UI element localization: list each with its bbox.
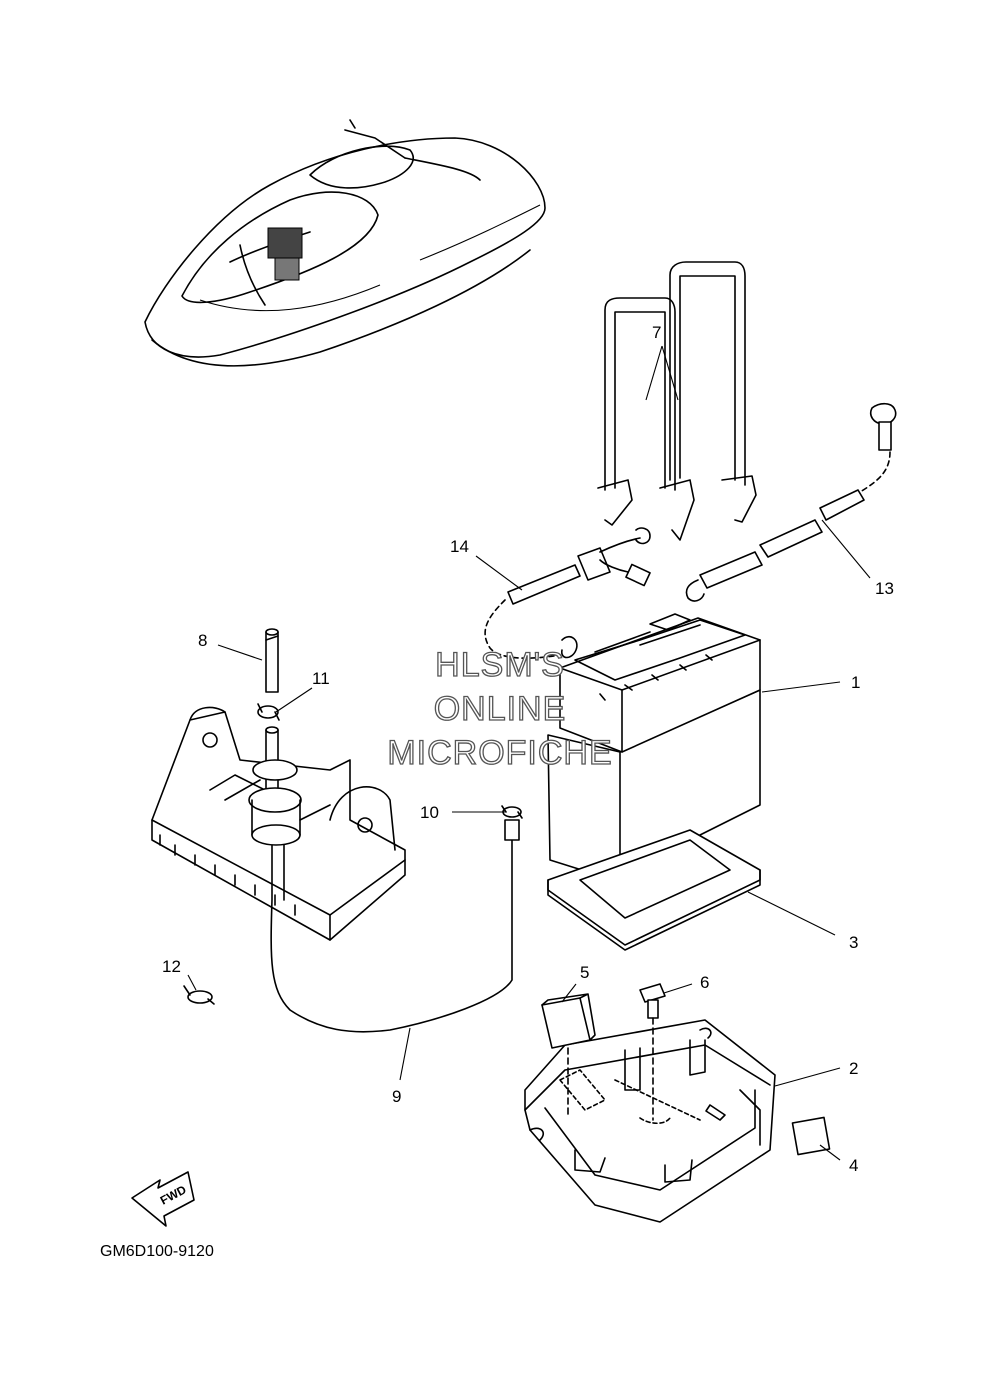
negative-cable-14 bbox=[484, 527, 651, 659]
callout-numbers: 7 14 13 8 11 1 10 3 12 5 6 2 9 4 bbox=[162, 323, 894, 1175]
callout-11: 11 bbox=[312, 669, 330, 688]
callout-9: 9 bbox=[392, 1087, 401, 1106]
leader-lines bbox=[187, 345, 871, 1161]
callout-7: 7 bbox=[652, 323, 661, 342]
callout-3: 3 bbox=[849, 933, 858, 952]
watermark-line1: HLSM'S bbox=[435, 646, 565, 684]
callout-4: 4 bbox=[849, 1156, 858, 1175]
forward-arrow-icon: FWD bbox=[131, 1171, 195, 1227]
watercraft-illustration bbox=[144, 119, 546, 367]
callout-13: 13 bbox=[875, 579, 894, 598]
callout-2: 2 bbox=[849, 1059, 858, 1078]
terminal-cover-5 bbox=[541, 993, 596, 1116]
diagram-code: GM6D100-9120 bbox=[100, 1243, 214, 1260]
damper-4 bbox=[791, 1116, 831, 1156]
callout-1: 1 bbox=[851, 673, 860, 692]
callout-14: 14 bbox=[450, 537, 469, 556]
positive-cable-13 bbox=[685, 402, 897, 602]
callout-10: 10 bbox=[420, 803, 439, 822]
bolt-6 bbox=[639, 983, 666, 1121]
battery-pad-3 bbox=[547, 829, 761, 951]
breather-pipe-8 bbox=[248, 628, 520, 1033]
callout-12: 12 bbox=[162, 957, 181, 976]
watermark: HLSM'S ONLINE MICROFICHE bbox=[387, 645, 613, 772]
callout-6: 6 bbox=[700, 973, 709, 992]
callout-5: 5 bbox=[580, 963, 589, 982]
hose-clip-10 bbox=[501, 805, 523, 819]
watermark-line3: MICROFICHE bbox=[387, 734, 612, 772]
hose-clip-11 bbox=[257, 703, 280, 721]
battery-box-2 bbox=[524, 1019, 776, 1223]
battery-band-7 bbox=[597, 261, 757, 541]
callout-8: 8 bbox=[198, 631, 207, 650]
hose-clip-12 bbox=[183, 985, 215, 1005]
watermark-line2: ONLINE bbox=[434, 690, 567, 728]
